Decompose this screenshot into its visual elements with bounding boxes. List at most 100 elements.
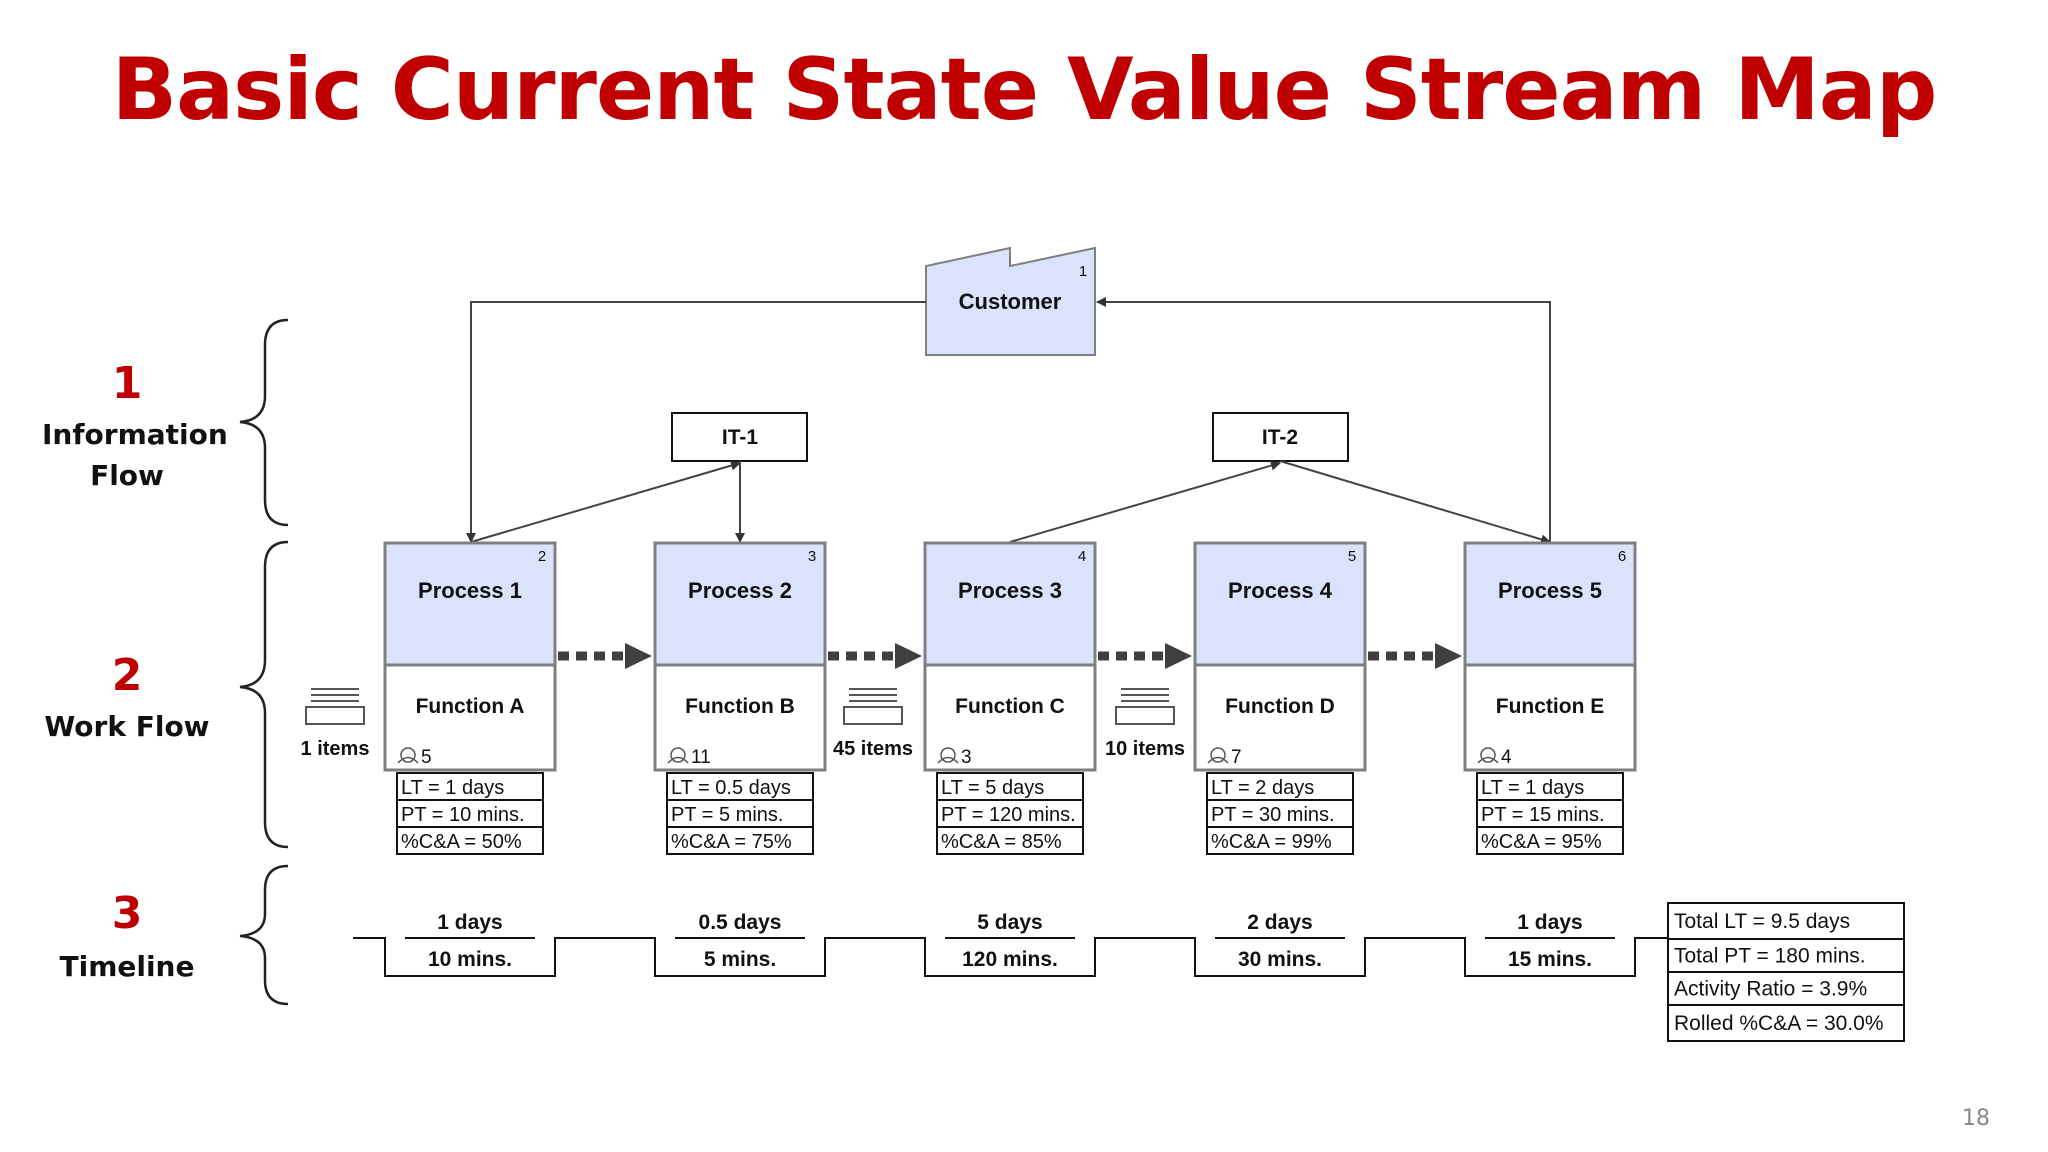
process-name: Process 4 — [1228, 578, 1333, 603]
process-header-box — [653, 541, 827, 667]
timeline-step-3: 5 days 120 mins. — [945, 911, 1075, 971]
inventory-label: 45 items — [833, 738, 913, 760]
process-header-box — [383, 541, 557, 667]
process-function-box — [1463, 663, 1637, 772]
timeline-mins: 30 mins. — [1238, 948, 1322, 971]
process-complete-accurate: %C&A = 75% — [671, 831, 792, 853]
process-lead-time: LT = 2 days — [1211, 777, 1314, 799]
operator-icon — [940, 747, 956, 763]
process-header-box — [1193, 541, 1367, 667]
section-3-label: Timeline — [59, 950, 195, 983]
totals-cell — [1667, 902, 1905, 940]
inventory-2: 45 items — [833, 688, 913, 760]
push-arrow — [1098, 643, 1192, 669]
info-line-it-2-to-process-5 — [1279, 460, 1551, 545]
operator-icon — [1210, 747, 1226, 763]
process-data-cell — [936, 772, 1084, 801]
customer-label: Customer — [959, 289, 1062, 314]
process-process-time: PT = 10 mins. — [401, 804, 525, 826]
timeline-step-1: 1 days 10 mins. — [405, 911, 535, 971]
section-1-label-text: Information Flow — [42, 418, 228, 492]
process-lead-time: LT = 0.5 days — [671, 777, 791, 799]
process-data-cell — [396, 826, 544, 855]
inventory-icon — [843, 706, 903, 725]
timeline-days: 1 days — [1517, 911, 1582, 934]
totals-row: Rolled %C&A = 30.0% — [1674, 1012, 1884, 1035]
process-process-time: PT = 30 mins. — [1211, 804, 1335, 826]
inventory-icon — [305, 706, 365, 725]
page-title: Basic Current State Value Stream Map — [111, 40, 1938, 140]
process-data-cell — [1206, 826, 1354, 855]
process-id: 5 — [1348, 548, 1356, 565]
process-data-cell — [936, 826, 1084, 855]
process-data-cell — [1206, 799, 1354, 828]
push-arrow-head — [625, 643, 652, 669]
operator-icon-shoulders — [1477, 756, 1499, 764]
timeline-days: 5 days — [977, 911, 1042, 934]
info-line-process-5-to-customer — [1096, 297, 1551, 542]
customer-id: 1 — [1079, 263, 1087, 280]
operator-icon-shoulders — [1207, 756, 1229, 764]
process-name: Process 5 — [1498, 578, 1602, 603]
process-function: Function D — [1225, 695, 1335, 718]
process-data-cell — [1206, 772, 1354, 801]
it-system-2-box — [1212, 412, 1349, 462]
section-2-label: Work Flow — [44, 710, 210, 743]
process-complete-accurate: %C&A = 50% — [401, 831, 522, 853]
process-id: 2 — [538, 548, 546, 565]
timeline-mins: 10 mins. — [428, 948, 512, 971]
operator-icon-shoulders — [667, 756, 689, 764]
brace-timeline — [239, 864, 289, 1006]
process-lead-time: LT = 1 days — [401, 777, 504, 799]
inventory-icon — [1115, 706, 1175, 725]
process-data-cell — [666, 772, 814, 801]
inventory-3: 10 items — [1105, 688, 1185, 760]
push-arrows — [558, 643, 1462, 669]
timeline-mins: 5 mins. — [704, 948, 776, 971]
inventory-label: 1 items — [301, 738, 370, 760]
process-name: Process 3 — [958, 578, 1062, 603]
operator-count: 5 — [421, 747, 432, 768]
process-complete-accurate: %C&A = 85% — [941, 831, 1062, 853]
operator-icon — [670, 747, 686, 763]
operator-icon-shoulders — [397, 756, 419, 764]
inventory-markers: 1 items 45 items 10 items — [301, 688, 1185, 760]
push-arrow — [828, 643, 922, 669]
push-arrow-head — [1165, 643, 1192, 669]
info-line-process-3-to-it-2 — [1009, 460, 1281, 543]
process-data-cell — [666, 799, 814, 828]
push-arrow-head — [895, 643, 922, 669]
process-header-box — [923, 541, 1097, 667]
process-function-box — [383, 663, 557, 772]
it-system-2-label: IT-2 — [1262, 426, 1298, 449]
brace-work-flow — [239, 540, 289, 849]
section-3-number: 3 — [111, 888, 143, 939]
customer-factory-shape — [925, 246, 1096, 356]
process-data-cell — [396, 799, 544, 828]
section-2-number: 2 — [111, 650, 143, 701]
process-function: Function E — [1496, 695, 1605, 718]
process-data-cell — [1476, 826, 1624, 855]
information-flow-lines — [466, 297, 1551, 545]
push-arrow-head — [1435, 643, 1462, 669]
process-complete-accurate: %C&A = 95% — [1481, 831, 1602, 853]
process-function-box — [923, 663, 1097, 772]
info-line-process-1-to-it-1 — [470, 460, 741, 543]
timeline-days: 1 days — [437, 911, 502, 934]
totals-cell — [1667, 971, 1905, 1006]
timeline-mins: 120 mins. — [962, 948, 1058, 971]
process-function: Function B — [685, 695, 795, 718]
process-process-time: PT = 15 mins. — [1481, 804, 1605, 826]
section-1-number: 1 — [111, 358, 143, 409]
push-arrow — [1368, 643, 1462, 669]
process-function: Function C — [955, 695, 1065, 718]
timeline-ladder — [353, 937, 1668, 977]
process-lead-time: LT = 5 days — [941, 777, 1044, 799]
process-process-time: PT = 5 mins. — [671, 804, 783, 826]
